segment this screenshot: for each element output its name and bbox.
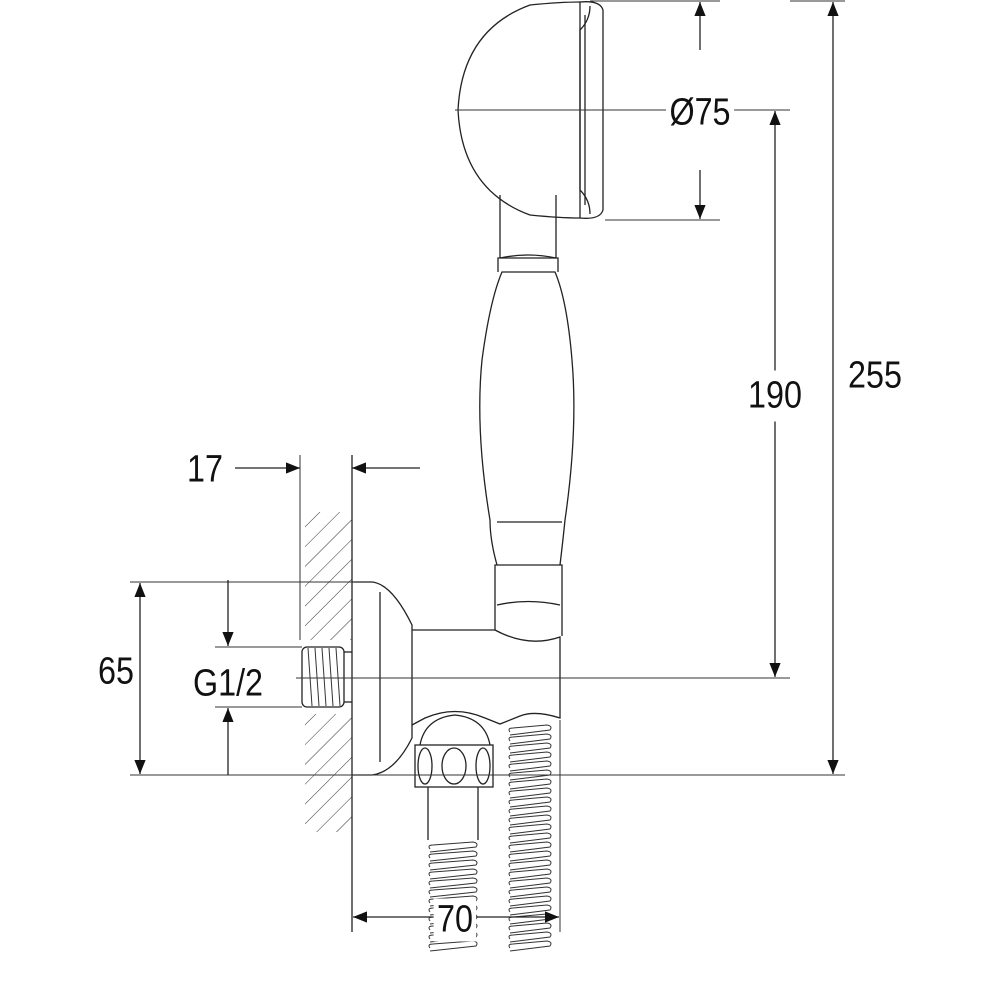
dim-handle-height: 190 <box>748 370 802 422</box>
right-hose <box>508 724 552 952</box>
threaded-nipple <box>301 646 352 708</box>
dimension-arrows <box>134 1 839 923</box>
dim-total-height: 255 <box>848 354 902 397</box>
dim-thread: G1/2 <box>192 662 264 705</box>
extension-lines <box>130 0 845 932</box>
shower-hoses <box>428 724 552 952</box>
dim-head-diameter: Ø75 <box>666 91 734 135</box>
hand-shower <box>457 1 604 566</box>
left-hose <box>428 841 478 952</box>
wall-bracket <box>352 564 563 776</box>
hose-connector <box>414 714 494 840</box>
dim-wall-thickness: 17 <box>187 448 223 491</box>
dim-bracket-height: 65 <box>98 650 134 693</box>
dim-projection: 70 <box>433 898 477 942</box>
